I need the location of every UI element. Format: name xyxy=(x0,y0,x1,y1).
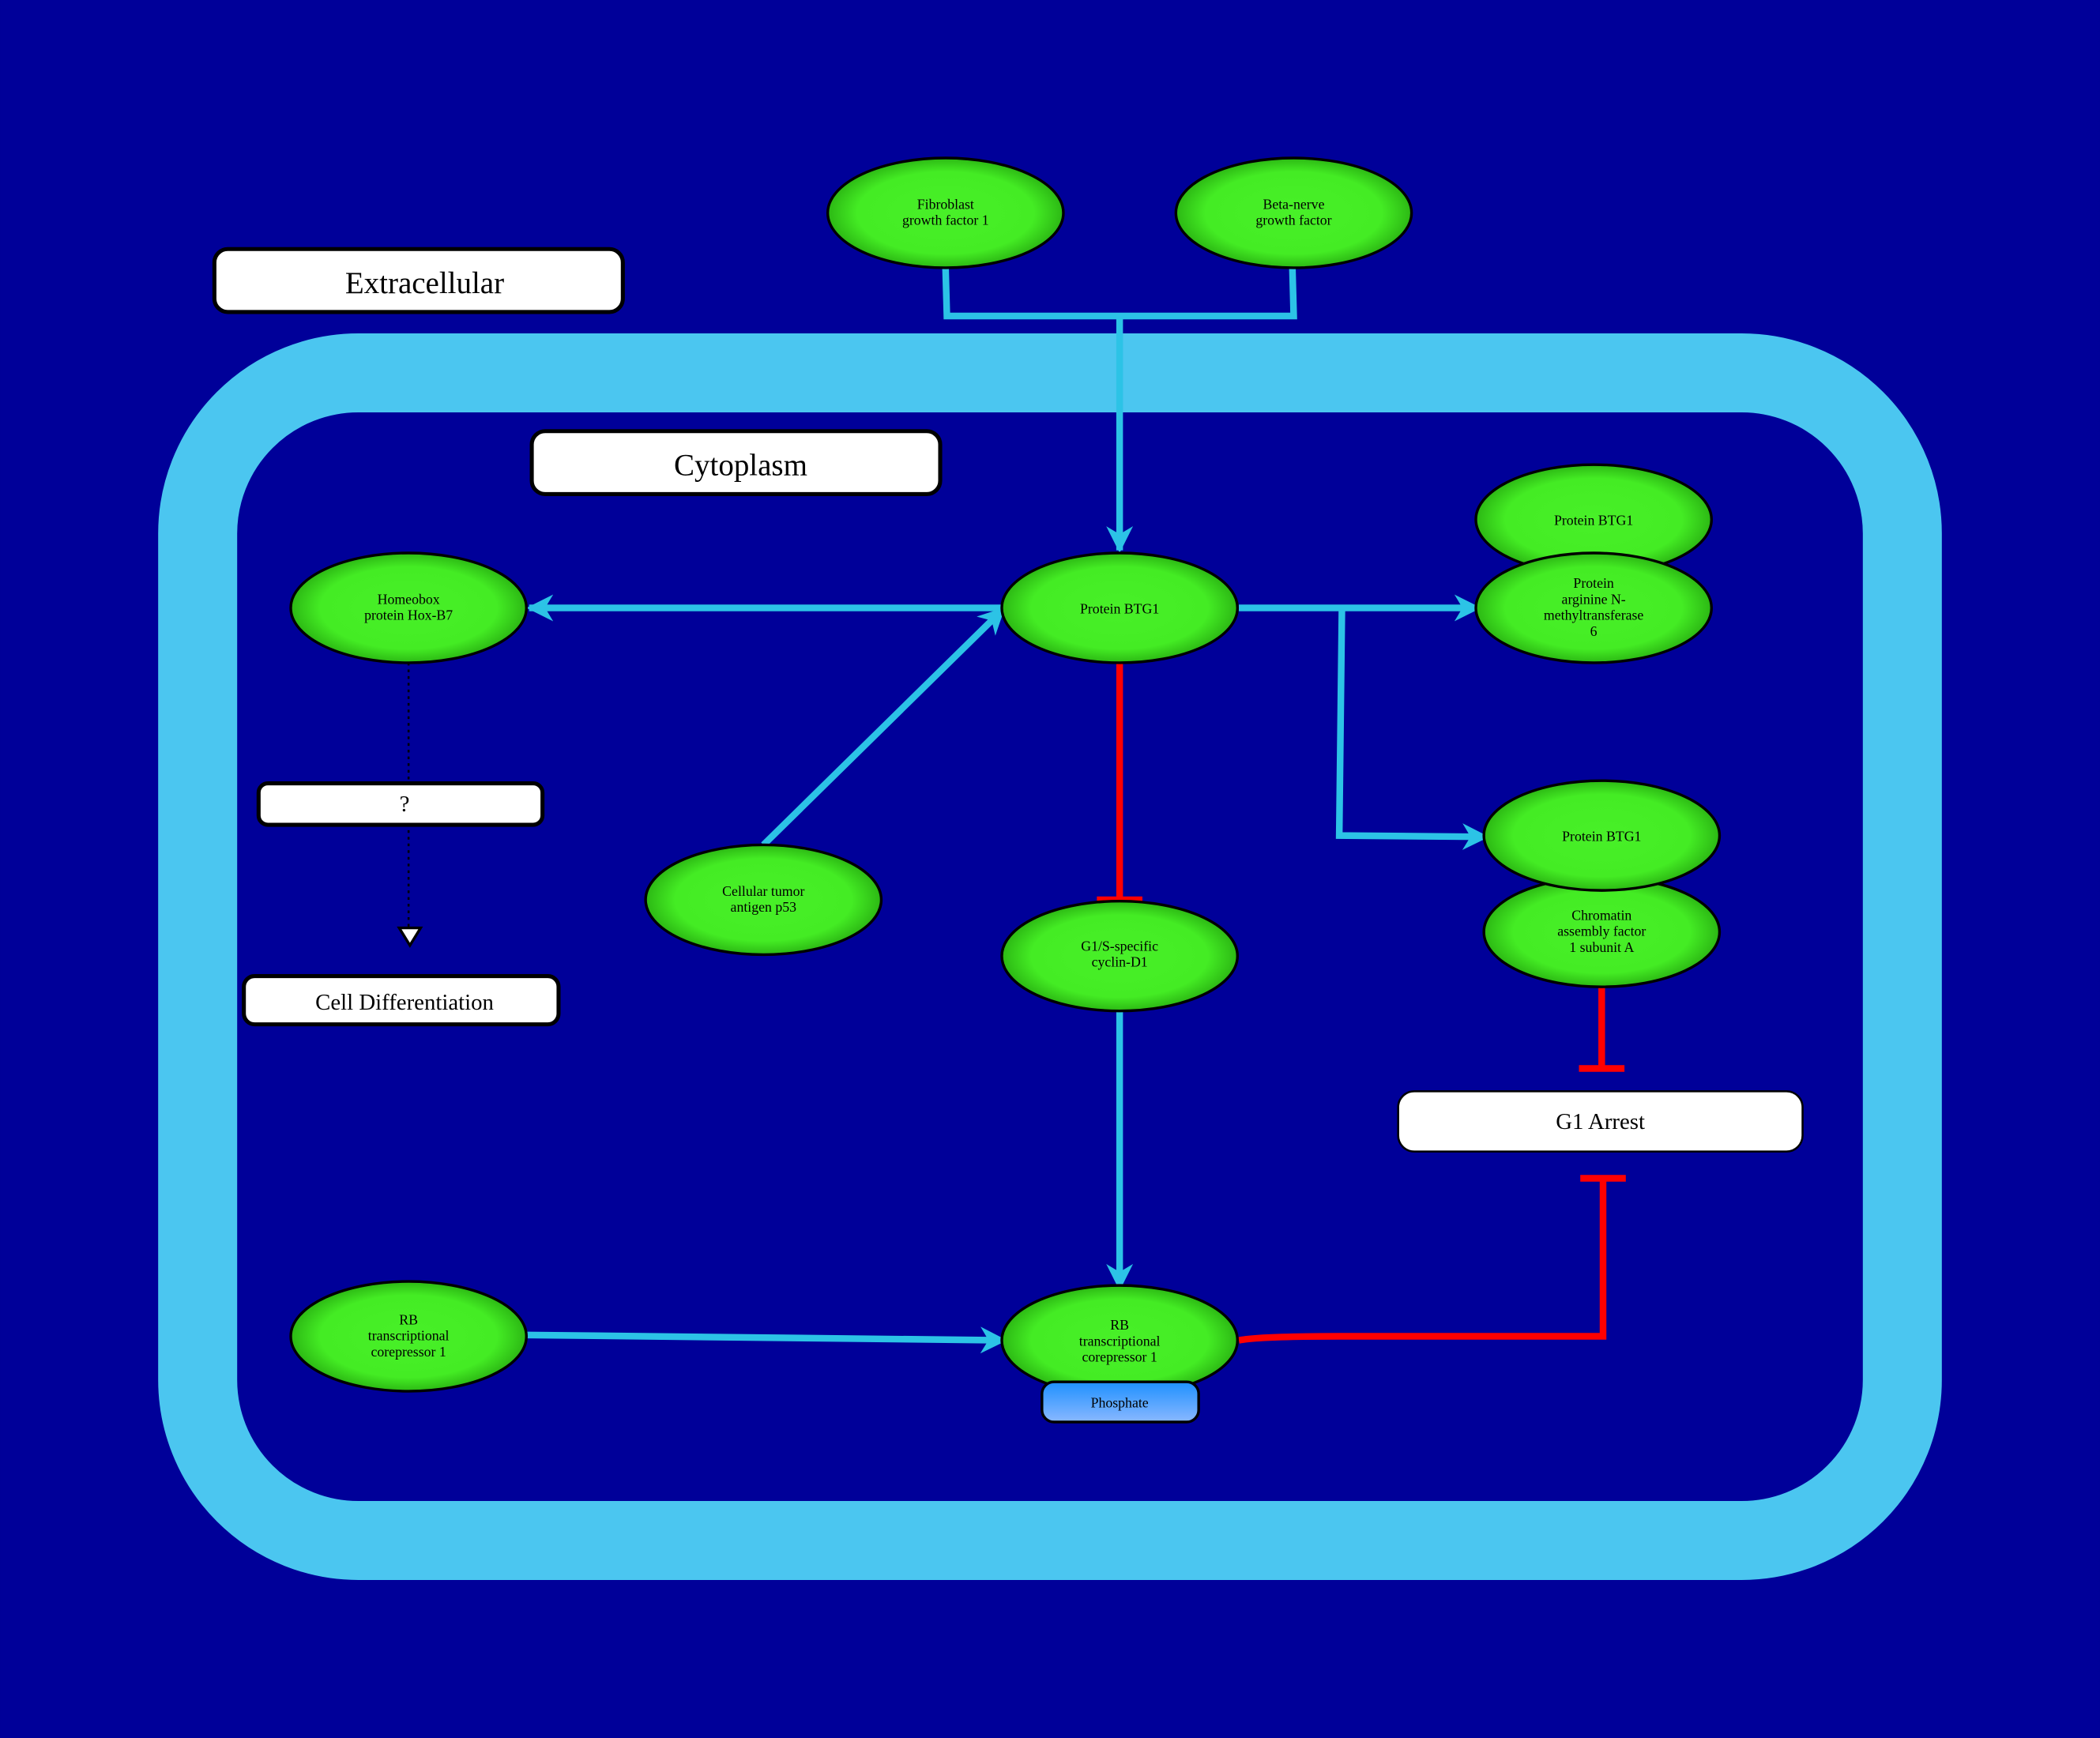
cell-membrane xyxy=(158,333,1942,1580)
svg-text:?: ? xyxy=(400,792,410,817)
svg-text:Protein BTG1: Protein BTG1 xyxy=(1554,512,1633,528)
svg-text:Extracellular: Extracellular xyxy=(345,266,504,300)
open-arrow-icon xyxy=(397,926,423,948)
svg-text:Cytoplasm: Cytoplasm xyxy=(674,449,807,483)
node-protein-btg1[interactable]: Protein BTG1 xyxy=(1000,551,1239,664)
edge-btg1-chaf1a xyxy=(1335,608,1489,850)
phosphate-state xyxy=(1041,1380,1200,1424)
svg-text:Protein BTG1: Protein BTG1 xyxy=(1562,828,1641,844)
inhibition-chaf1a-g1arrest xyxy=(1579,987,1625,1072)
process-cell-differentiation[interactable]: Cell Differentiation xyxy=(242,974,561,1027)
svg-text:Cell Differentiation: Cell Differentiation xyxy=(315,990,494,1015)
cytoplasm-label: Cytoplasm xyxy=(529,429,943,496)
process-unknown[interactable]: ? xyxy=(256,781,545,827)
edge-rb-phosphorylation xyxy=(526,1326,1007,1354)
extracellular-label: Extracellular xyxy=(212,246,625,314)
edge-p53-btg1 xyxy=(761,607,1006,848)
svg-text:G1 Arrest: G1 Arrest xyxy=(1556,1109,1645,1134)
svg-text:Phosphate: Phosphate xyxy=(1091,1394,1149,1410)
inhibition-rb-g1arrest xyxy=(1238,1175,1626,1344)
svg-text:Protein BTG1: Protein BTG1 xyxy=(1080,600,1159,616)
process-g1-arrest[interactable]: G1 Arrest xyxy=(1397,1090,1804,1153)
